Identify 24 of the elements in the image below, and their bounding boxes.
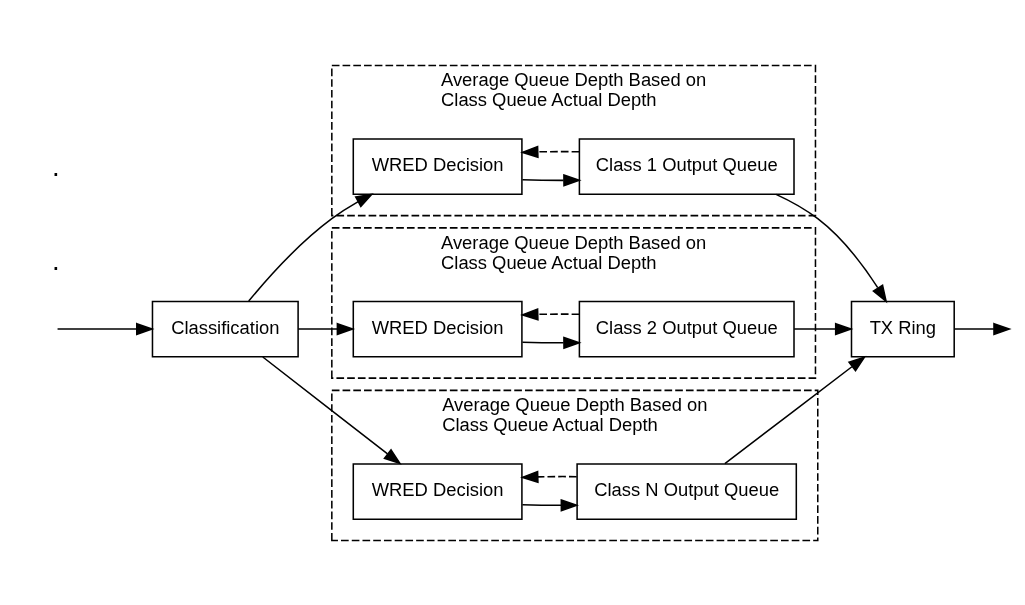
arrow [521, 335, 582, 349]
label: . [52, 244, 60, 276]
node-box: WRED Decision [352, 300, 523, 357]
arrow [520, 469, 578, 483]
arrow [793, 322, 854, 335]
arrow [521, 173, 582, 187]
arrow [520, 144, 581, 158]
arrow [775, 193, 888, 303]
node-box: Class N Output Queue [576, 462, 798, 520]
node-box: Class 2 Output Queue [578, 300, 795, 357]
node-box: WRED Decision [352, 137, 523, 195]
arrow [247, 192, 374, 302]
arrow [297, 322, 356, 335]
node-box: Classification [151, 300, 299, 357]
node-box: Class 1 Output Queue [578, 137, 795, 195]
label: . [52, 150, 60, 182]
arrow [262, 355, 402, 465]
arrow [724, 355, 867, 464]
arrow [953, 322, 1012, 335]
arrow [520, 307, 581, 321]
node-box: WRED Decision [352, 462, 523, 520]
node-box: TX Ring [850, 300, 955, 357]
arrow [56, 322, 155, 335]
arrow [521, 498, 579, 512]
